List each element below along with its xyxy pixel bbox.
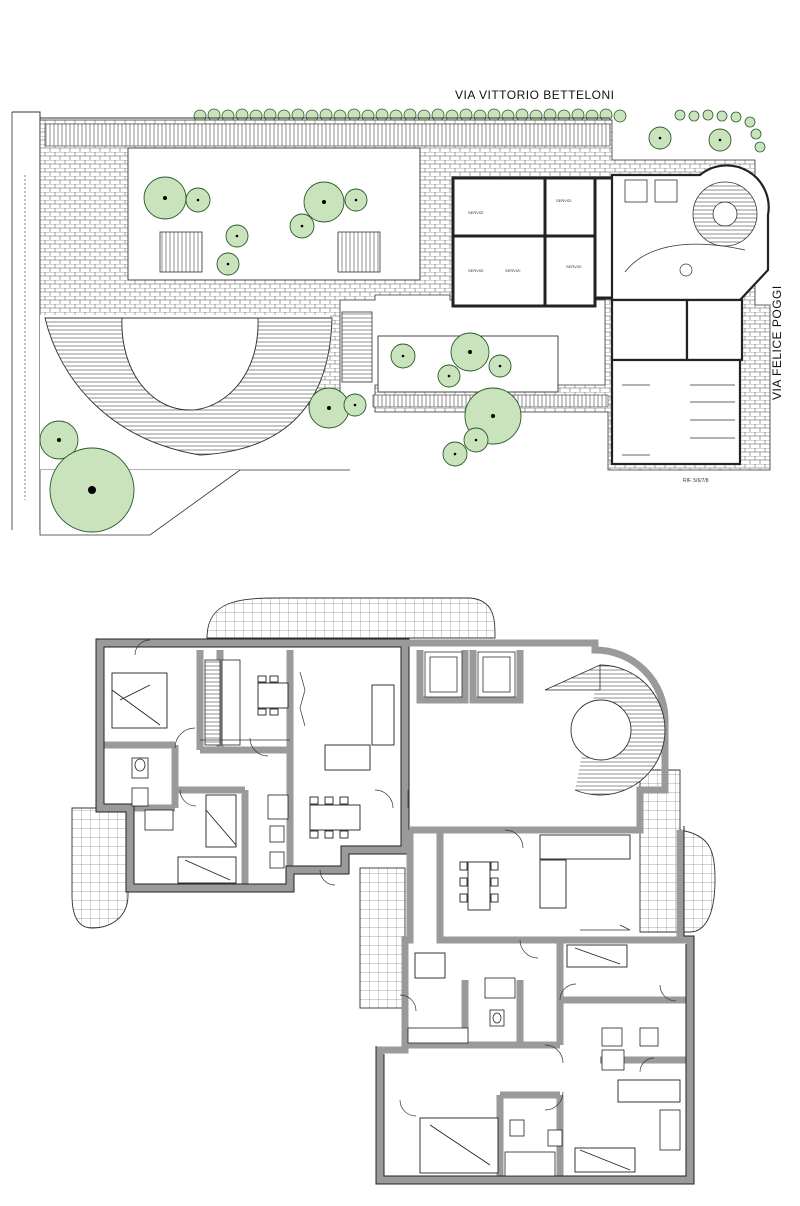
beds — [111, 672, 681, 1174]
door-icon — [639, 1057, 655, 1073]
street-name-top: VIA VITTORIO BETTELONI — [455, 88, 615, 102]
sofa-icon — [539, 834, 631, 860]
bed-icon — [566, 944, 628, 968]
service-buildings — [451, 176, 615, 308]
garage-cars — [622, 384, 735, 456]
dining-table-icon — [459, 861, 499, 911]
wc-icon — [639, 1027, 659, 1047]
wc-icon — [547, 1129, 563, 1147]
sofas — [324, 684, 631, 909]
dining-tables — [257, 675, 499, 979]
wc-icon — [489, 1009, 505, 1027]
bed-icon — [111, 672, 168, 729]
svg-text:SERVIZI: SERVIZI — [505, 268, 521, 273]
door-icon — [399, 994, 417, 1012]
bed-icon — [177, 856, 237, 884]
door-icon — [659, 984, 677, 1002]
apartment-a-outline — [95, 638, 410, 893]
door-icon — [134, 639, 151, 656]
terrace-left — [71, 807, 129, 929]
door-icon — [319, 869, 336, 886]
terrace-middle — [359, 867, 406, 1009]
apartment-c — [376, 830, 694, 1184]
stair-hall — [610, 164, 770, 302]
bed-icon — [205, 794, 237, 848]
bathroom-fixtures — [131, 757, 681, 1177]
svg-text:SERVIZI: SERVIZI — [468, 210, 484, 215]
garage-block — [610, 298, 744, 466]
door-swings — [134, 639, 677, 1117]
door-icon — [544, 1091, 564, 1111]
svg-text:SERVIZI: SERVIZI — [556, 198, 572, 203]
wc-icon — [601, 1027, 623, 1047]
door-icon — [249, 737, 269, 757]
door-icon — [559, 983, 577, 1001]
apartment-b — [405, 639, 669, 834]
service-labels: SERVIZI SERVIZI SERVIZI SERVIZI SERVIZI — [468, 198, 582, 273]
tree-trunks — [57, 136, 722, 494]
kitchen-counters — [204, 659, 516, 1044]
floor-plan — [71, 597, 716, 1185]
wc-icon — [509, 1119, 525, 1137]
garage-label: RIF. 5/6/7/8 — [683, 478, 709, 484]
exterior-stair — [341, 311, 373, 383]
wc-icon — [131, 757, 149, 779]
door-icon — [544, 1044, 564, 1064]
door-icon — [504, 829, 524, 849]
site-plan: SERVIZI SERVIZI SERVIZI SERVIZI SERVIZI RIF… — [11, 108, 771, 536]
door-icon — [374, 789, 394, 809]
door-icon — [174, 727, 196, 749]
street-name-right: VIA FELICE POGGI — [770, 285, 784, 400]
svg-text:SERVIZI: SERVIZI — [566, 264, 582, 269]
skylight-right — [337, 231, 381, 273]
wc-icon — [269, 825, 285, 843]
sofa-icon — [539, 859, 567, 909]
door-icon — [179, 789, 197, 807]
wc-icon — [131, 787, 149, 807]
terrace-top — [206, 597, 496, 639]
dining-table-icon — [257, 675, 289, 716]
door-icon — [399, 1099, 417, 1117]
elevator-cabins — [424, 651, 516, 698]
curved-ramp — [39, 315, 350, 536]
bed-icon — [617, 1079, 681, 1103]
dining-table-icon — [309, 796, 361, 839]
interior-lines — [200, 671, 631, 931]
door-icon — [519, 939, 539, 959]
wc-icon — [269, 851, 285, 869]
spiral-stair-icon — [544, 664, 666, 796]
sofa-icon — [324, 744, 371, 771]
svg-text:SERVIZI: SERVIZI — [468, 268, 484, 273]
dining-table-icon — [414, 952, 446, 979]
sofa-icon — [371, 684, 395, 746]
skylight-left — [159, 231, 203, 273]
bed-icon — [419, 1117, 499, 1174]
bed-icon — [574, 1147, 636, 1173]
